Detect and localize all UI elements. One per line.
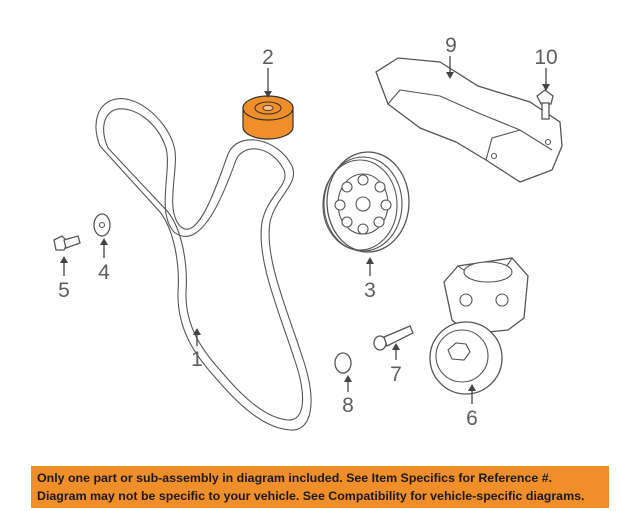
callout-7: 7 bbox=[390, 363, 402, 386]
crankshaft-pulley bbox=[322, 151, 410, 253]
callout-6: 6 bbox=[466, 407, 478, 430]
idler-pulley bbox=[242, 95, 294, 140]
serpentine-belt bbox=[95, 98, 312, 431]
bolt-7 bbox=[373, 325, 414, 351]
mounting-bracket bbox=[375, 57, 563, 183]
notice-line-1: Only one part or sub-assembly in diagram… bbox=[37, 471, 553, 485]
callout-1: 1 bbox=[191, 348, 203, 371]
callout-3: 3 bbox=[364, 279, 376, 302]
notice-line-2: Diagram may not be specific to your vehi… bbox=[37, 489, 585, 503]
callout-5: 5 bbox=[58, 279, 70, 302]
washer bbox=[93, 213, 111, 237]
callout-4: 4 bbox=[98, 261, 110, 284]
callout-9: 9 bbox=[445, 34, 457, 57]
callout-2: 2 bbox=[262, 46, 274, 69]
o-ring bbox=[334, 352, 352, 374]
callout-8: 8 bbox=[342, 394, 354, 417]
notice-banner: Only one part or sub-assembly in diagram… bbox=[31, 466, 609, 508]
bolt-10 bbox=[536, 89, 554, 120]
bolt-5 bbox=[53, 235, 81, 251]
callout-10: 10 bbox=[534, 46, 557, 69]
belt-tensioner bbox=[429, 257, 529, 395]
callout-leaders bbox=[60, 56, 550, 404]
